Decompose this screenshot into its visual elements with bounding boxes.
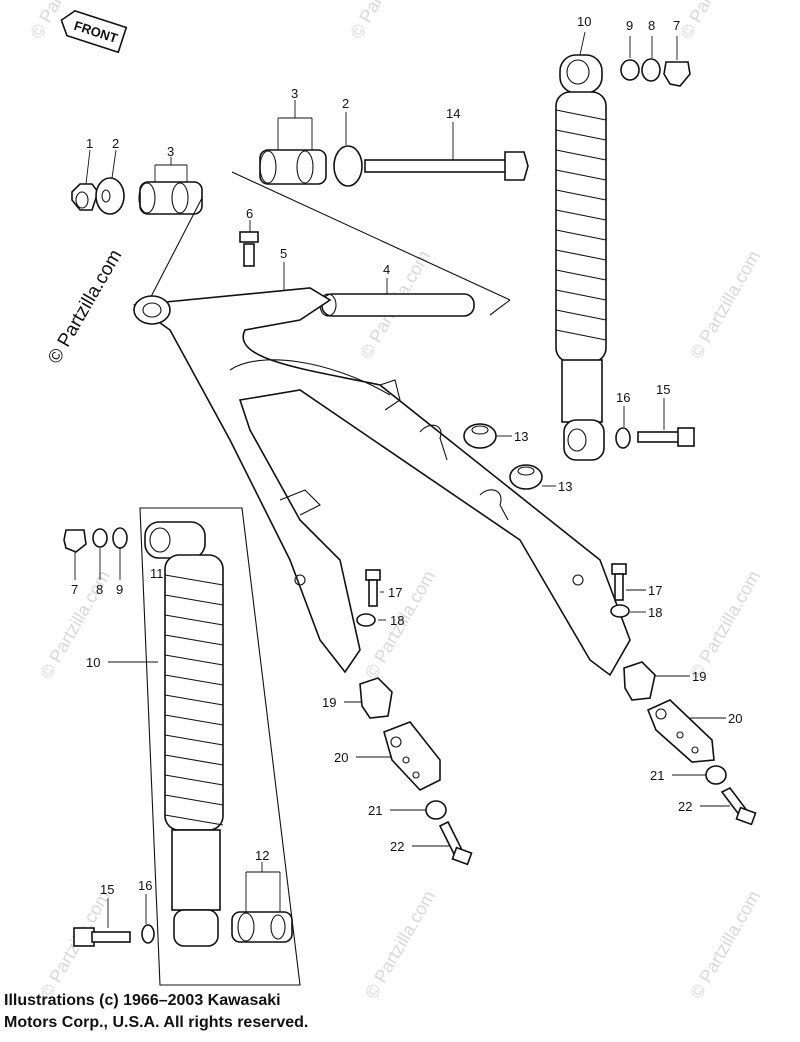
callout-18: 18: [390, 613, 404, 628]
rubber-bushing: [509, 464, 543, 490]
watermark: © Partzilla.com: [676, 0, 754, 42]
callout-4: 4: [383, 262, 390, 277]
callout-20: 20: [728, 711, 742, 726]
shock-collar: [231, 911, 293, 943]
callout-16: 16: [138, 878, 152, 893]
pivot-bushing-left: [138, 181, 203, 215]
front-arrow-badge: FRONT: [60, 9, 128, 54]
copyright-line-1: Illustrations (c) 1966–2003 Kawasaki: [4, 992, 281, 1009]
callout-3: 3: [291, 86, 298, 101]
callout-17: 17: [648, 583, 662, 598]
grease-nipple: [239, 231, 259, 267]
shock-washer: [615, 427, 631, 449]
watermark: © Partzilla.com: [686, 567, 764, 682]
watermark: © Partzilla.com: [686, 247, 764, 362]
shock-washer: [141, 924, 155, 944]
callout-11: 11: [150, 566, 164, 581]
stopper-bolt: [720, 786, 757, 826]
callout-3: 3: [167, 144, 174, 159]
watermark-main: © Partzilla.com: [44, 246, 126, 367]
nut: [705, 765, 727, 785]
callout-7: 7: [673, 18, 680, 33]
shock-outline-box: [139, 507, 301, 986]
callout-8: 8: [648, 18, 655, 33]
callout-6: 6: [246, 206, 253, 221]
pivot-shaft-bolt: [364, 151, 529, 181]
shock-mount-bolt: [637, 427, 695, 447]
shock-washer: [112, 527, 128, 549]
stopper-bolt: [438, 820, 473, 866]
chain-adjuster-bolt: [365, 569, 381, 607]
callout-15: 15: [656, 382, 670, 397]
callout-1: 1: [86, 136, 93, 151]
chain-adjuster-bolt: [611, 563, 627, 601]
watermark: © Partzilla.com: [346, 0, 424, 42]
callout-13: 13: [514, 429, 528, 444]
copyright-line-2: Motors Corp., U.S.A. All rights reserved…: [4, 1014, 309, 1031]
pivot-nut-left: [71, 183, 99, 211]
pivot-washer-left: [95, 177, 125, 215]
pivot-sleeve: [319, 293, 475, 317]
callout-19: 19: [692, 669, 706, 684]
swing-arm: [132, 287, 631, 677]
callout-13: 13: [558, 479, 572, 494]
callout-22: 22: [678, 799, 692, 814]
nut: [425, 800, 447, 820]
callout-9: 9: [626, 18, 633, 33]
chain-adjuster-block: [623, 661, 656, 701]
shock-washer: [641, 58, 661, 82]
watermark: © Partzilla.com: [686, 887, 764, 1002]
callout-22: 22: [390, 839, 404, 854]
chain-adjuster-plate: [646, 699, 715, 763]
callout-labels: 1 2 3 3 2 14 6 5 4 10 9 8 7 16 15 13 13 …: [71, 14, 742, 897]
callout-10: 10: [577, 14, 591, 29]
watermark: © Partzilla.com: [361, 887, 439, 1002]
callout-21: 21: [368, 803, 382, 818]
brake-hose-clip: [419, 424, 448, 461]
brake-hose-clip: [479, 489, 509, 521]
shock-cap-nut: [63, 529, 87, 553]
callout-14: 14: [446, 106, 460, 121]
nut: [610, 604, 630, 618]
rear-shock-right: [555, 54, 607, 461]
rubber-bushing: [463, 423, 497, 449]
callout-9: 9: [116, 582, 123, 597]
nut: [356, 613, 376, 627]
callout-5: 5: [280, 246, 287, 261]
callout-10: 10: [86, 655, 100, 670]
callout-8: 8: [96, 582, 103, 597]
pivot-washer-right: [333, 145, 363, 187]
copyright-notice: Illustrations (c) 1966–2003 Kawasaki Mot…: [4, 990, 308, 1034]
callout-17: 17: [388, 585, 402, 600]
chain-adjuster-block: [359, 677, 393, 719]
shock-mount-bolt: [73, 927, 131, 947]
callout-2: 2: [342, 96, 349, 111]
callout-12: 12: [255, 848, 269, 863]
shock-washer: [620, 59, 640, 81]
callout-2: 2: [112, 136, 119, 151]
leader-lines: [74, 31, 730, 928]
callout-18: 18: [648, 605, 662, 620]
shock-washer: [92, 528, 108, 548]
callout-19: 19: [322, 695, 336, 710]
pivot-bushing-right: [259, 149, 327, 185]
callout-20: 20: [334, 750, 348, 765]
callout-16: 16: [616, 390, 630, 405]
chain-adjuster-plate: [383, 721, 441, 791]
rear-shock-left: [144, 521, 224, 947]
callout-15: 15: [100, 882, 114, 897]
front-arrow-icon: [60, 9, 128, 54]
callout-21: 21: [650, 768, 664, 783]
callout-7: 7: [71, 582, 78, 597]
shock-cap-nut: [663, 61, 691, 87]
